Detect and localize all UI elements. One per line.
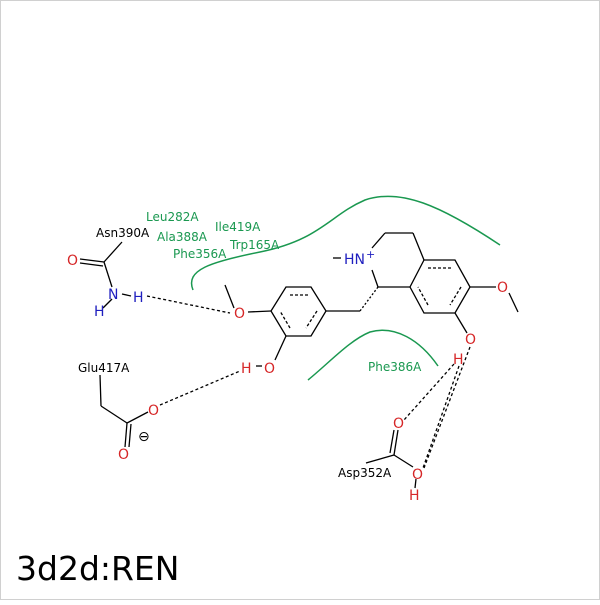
- hydroxyl-oxygen: O: [264, 361, 275, 377]
- asn-hydrogen-b: H: [133, 290, 144, 306]
- asn390-sidechain: [79, 241, 132, 309]
- glu-charge: ⊖: [138, 429, 150, 445]
- ring-methoxy-oxygen: O: [497, 280, 508, 296]
- ligand-isoquinoline: [333, 232, 519, 334]
- asn-oxygen: O: [67, 253, 78, 269]
- residue-phe356: Phe356A: [173, 247, 227, 261]
- residue-ala388: Ala388A: [157, 230, 208, 244]
- asp-oxygen-b: O: [412, 467, 423, 483]
- glu-oxygen-b: O: [118, 447, 129, 463]
- ring-nitrogen-charge: +: [366, 248, 375, 261]
- asp352-sidechain: [365, 429, 417, 489]
- hydrophobic-arc-upper: [190, 195, 501, 291]
- hbond-glu-hydroxyl: [159, 370, 241, 406]
- ring-nitrogen-label: HN: [344, 252, 365, 268]
- ring-hydroxyl-hydrogen: H: [453, 352, 464, 368]
- hydroxyl-hydrogen: H: [241, 361, 252, 377]
- glu417-sidechain: [99, 374, 149, 448]
- residue-trp165: Trp165A: [229, 238, 280, 252]
- hbond-asp-oxygen: [403, 363, 455, 421]
- asp-hydrogen: H: [409, 488, 420, 504]
- hbond-asn-methoxy: [146, 295, 231, 314]
- residue-phe386: Phe386A: [368, 360, 422, 374]
- asp-oxygen-a: O: [393, 416, 404, 432]
- methoxy-oxygen: O: [234, 306, 245, 322]
- hydrogen-bonds: [146, 295, 471, 469]
- ligand-benzyl-ring: [224, 284, 379, 367]
- residue-ile419: Ile419A: [215, 220, 261, 234]
- residue-asn390: Asn390A: [96, 226, 150, 240]
- residue-glu417: Glu417A: [78, 361, 130, 375]
- residue-leu282: Leu282A: [146, 210, 199, 224]
- complex-caption: 3d2d:REN: [16, 549, 180, 588]
- glu-oxygen-a: O: [148, 403, 159, 419]
- hbond-asp-hydroxyl-a: [422, 365, 460, 469]
- hydrophobic-arc-phe386: [307, 329, 439, 381]
- asn-hydrogen-a: H: [94, 304, 105, 320]
- asn-nitrogen: N: [108, 287, 118, 303]
- residue-asp352: Asp352A: [338, 466, 392, 480]
- ring-hydroxyl-oxygen: O: [465, 332, 476, 348]
